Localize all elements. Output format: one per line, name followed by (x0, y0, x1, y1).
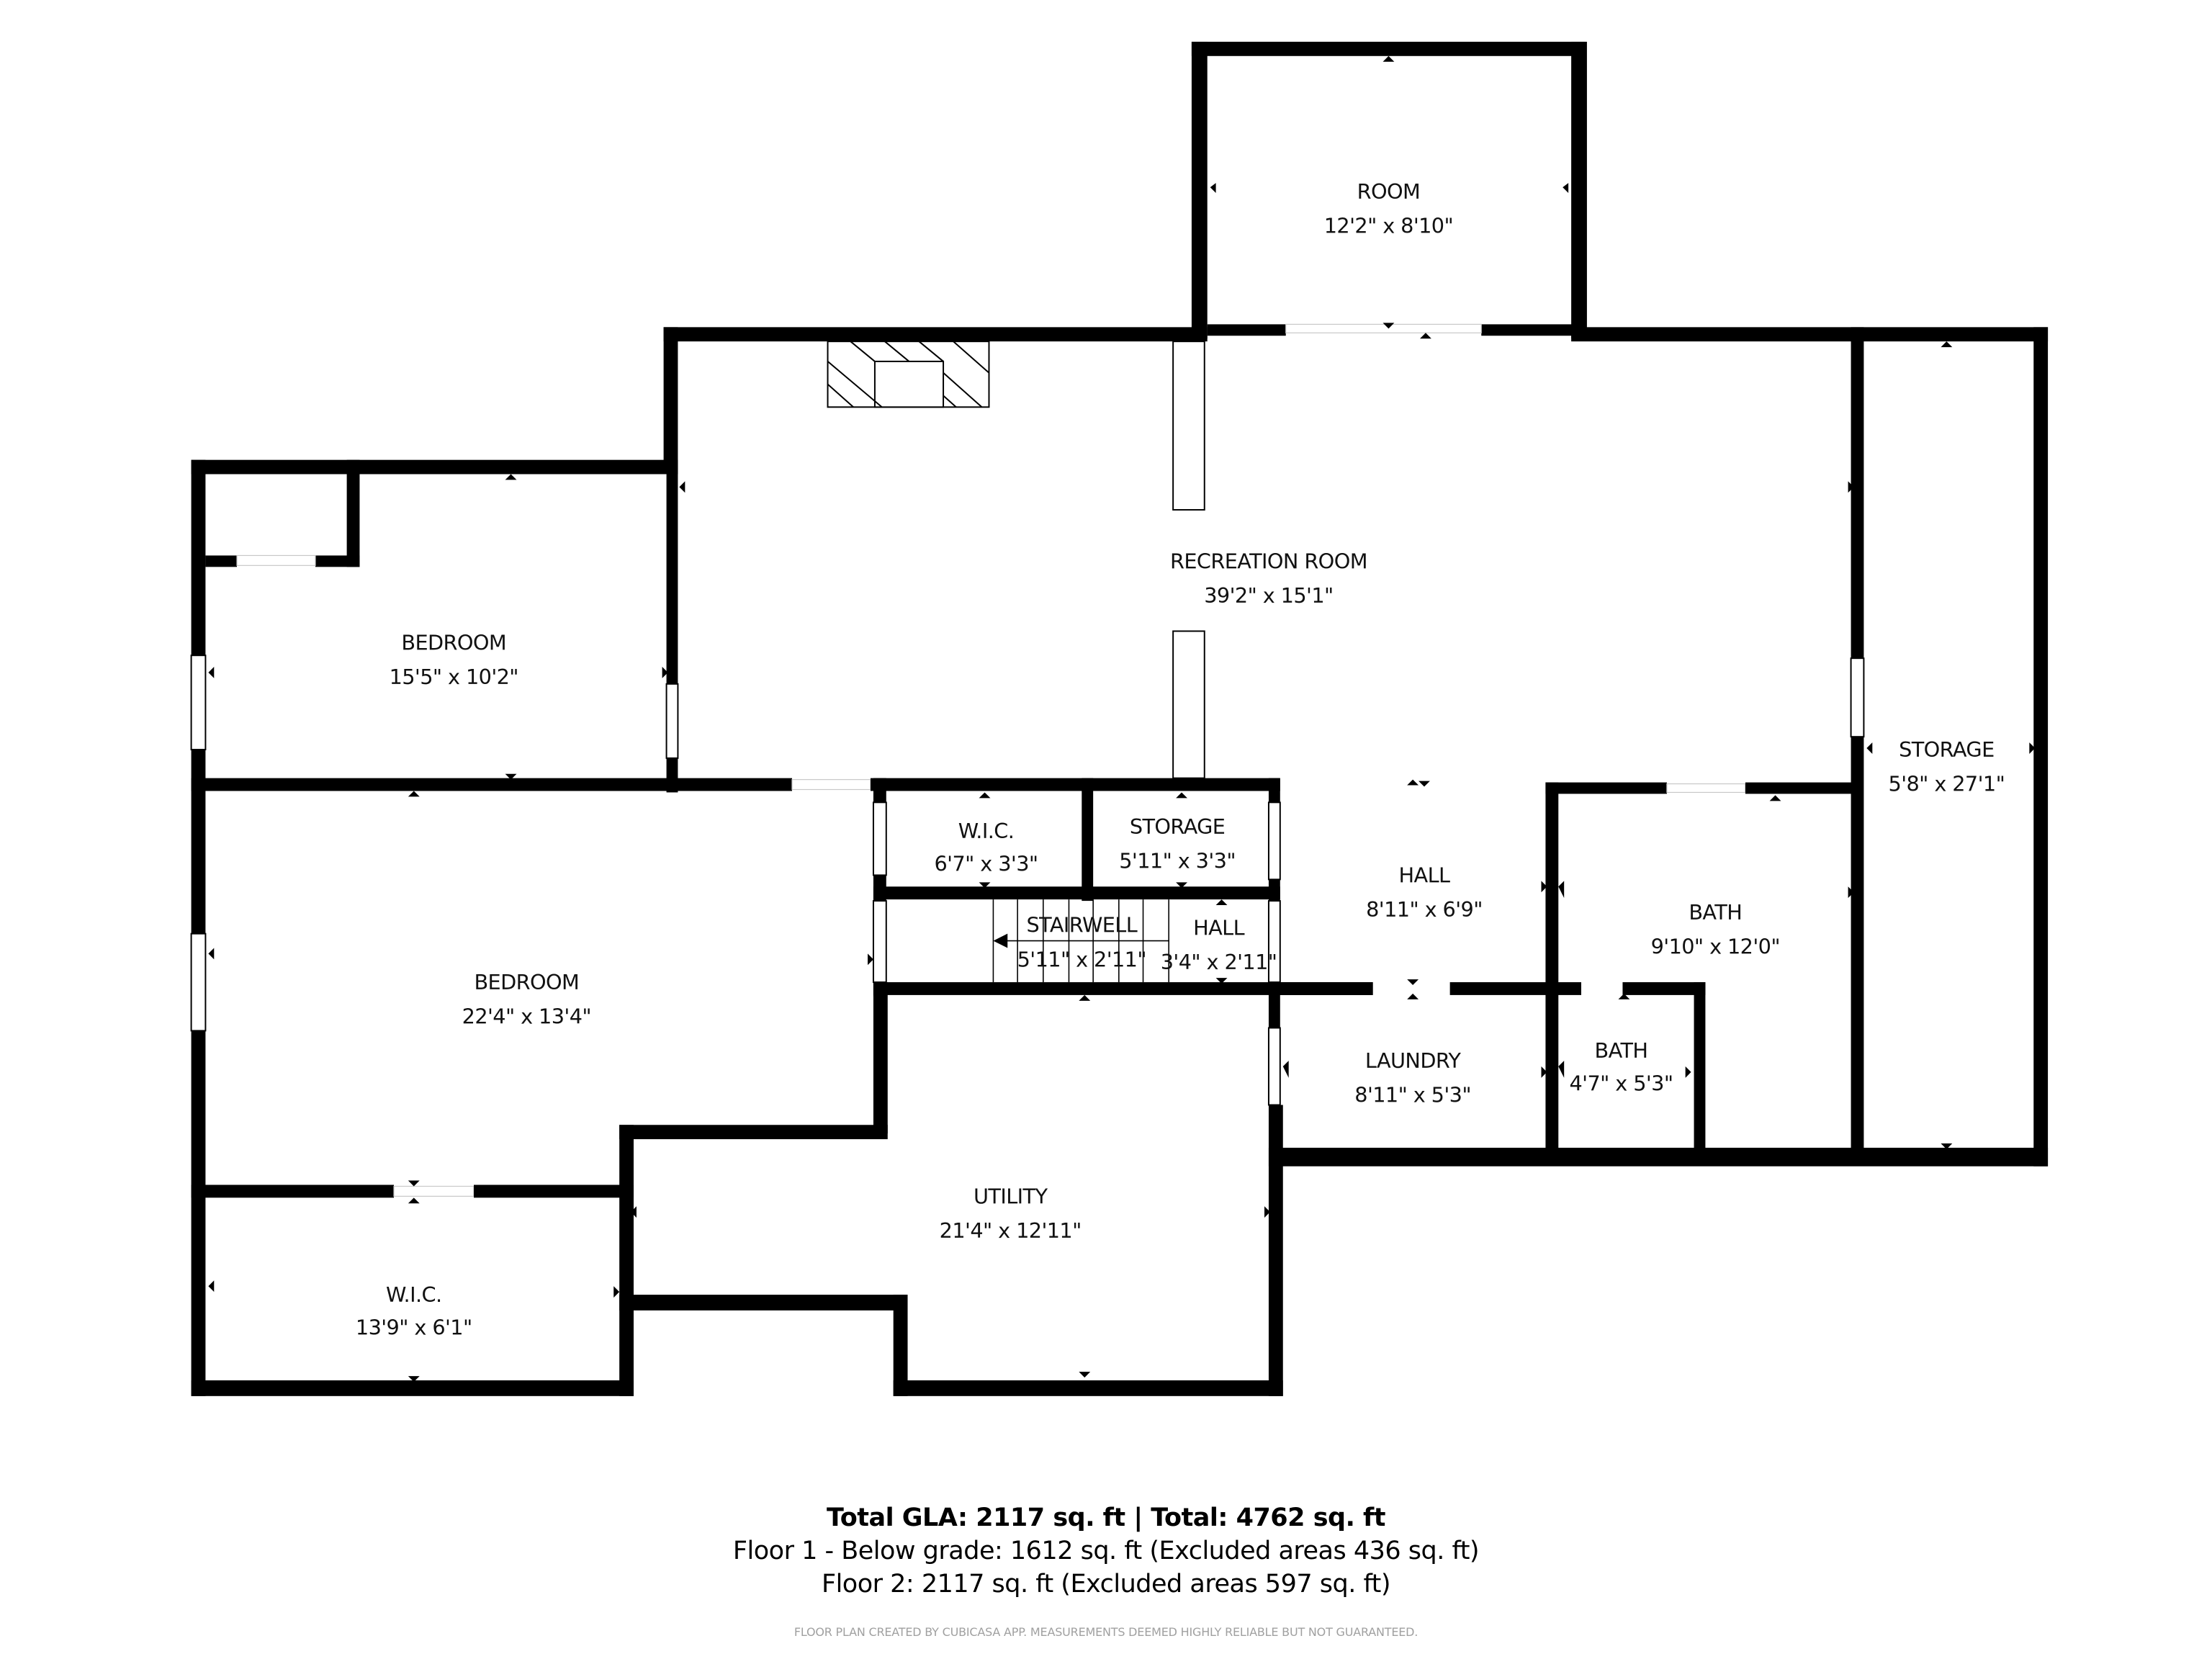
room-name: UTILITY (974, 1184, 1048, 1208)
room-dimensions: 21'4" x 12'11" (940, 1218, 1082, 1243)
wall (2033, 327, 2049, 1166)
room-name: BEDROOM (474, 970, 579, 994)
wall (1571, 327, 2049, 342)
room-name: RECREATION ROOM (1170, 549, 1367, 573)
window (1267, 801, 1281, 881)
wall (1191, 41, 1208, 339)
room-name: HALL (1193, 916, 1244, 940)
window (872, 801, 887, 876)
wall (666, 472, 678, 684)
window (190, 655, 207, 751)
wall (191, 1380, 634, 1396)
doorway (236, 554, 316, 566)
wall (191, 459, 678, 475)
wall (1268, 982, 1280, 1028)
room-dimensions: 12'2" x 8'10" (1324, 214, 1453, 238)
room-name: HALL (1399, 863, 1450, 887)
room-dimensions: 22'4" x 13'4" (462, 1004, 591, 1029)
wall (870, 778, 1280, 791)
disclaimer: FLOOR PLAN CREATED BY CUBICASA APP. MEAS… (793, 1625, 1419, 1639)
window (665, 683, 679, 759)
wall (1268, 1105, 1283, 1396)
window (872, 900, 887, 984)
wall (873, 982, 888, 1134)
half-walls (665, 341, 1865, 1106)
fireplace-icon (827, 341, 990, 408)
wall (893, 1295, 908, 1396)
room-name: STORAGE (1130, 814, 1226, 839)
doorway (1285, 323, 1482, 333)
room-dimensions: 5'11" x 3'3" (1119, 849, 1236, 873)
wall (1481, 324, 1573, 336)
wall (619, 1125, 888, 1140)
room-name: BEDROOM (401, 630, 506, 655)
wall (1191, 41, 1586, 56)
wall (191, 778, 792, 791)
wall (474, 1184, 634, 1198)
wall (1449, 982, 1581, 995)
wall (1571, 41, 1587, 339)
wall (873, 886, 1280, 900)
floor-1-area: Floor 1 - Below grade: 1612 sq. ft (Excl… (732, 1537, 1480, 1565)
room-name: BATH (1689, 900, 1742, 925)
room-name: ROOM (1357, 179, 1421, 204)
room-dimensions: 39'2" x 15'1" (1204, 583, 1333, 608)
room-labels: ROOM 12'2" x 8'10" RECREATION ROOM 39'2"… (356, 179, 2005, 1340)
dimension-ticks (208, 55, 2036, 1382)
wall (1545, 782, 1559, 1156)
doorway (791, 779, 871, 791)
walls (190, 41, 2049, 1396)
room-dimensions: 9'10" x 12'0" (1651, 934, 1780, 958)
doorway (1666, 783, 1746, 793)
stairs-icon (992, 899, 1169, 983)
wall (346, 459, 360, 567)
room-name: STAIRWELL (1026, 913, 1137, 938)
wall (873, 778, 886, 803)
wall (663, 327, 1208, 342)
wall (1268, 778, 1280, 803)
wall (1082, 778, 1094, 902)
window (1267, 1027, 1281, 1106)
room-name: LAUNDRY (1365, 1048, 1461, 1073)
room-dimensions: 6'7" x 3'3" (935, 851, 1038, 876)
wall (1745, 782, 1863, 794)
wall (315, 555, 360, 567)
room-dimensions: 5'11" x 2'11" (1017, 947, 1146, 971)
wall (1280, 982, 1373, 995)
wall (1545, 782, 1667, 794)
wall (1207, 324, 1286, 336)
wall (619, 1295, 908, 1310)
wall (1694, 982, 1706, 1156)
room-dimensions: 13'9" x 6'1" (356, 1316, 472, 1340)
room-dimensions: 15'5" x 10'2" (390, 665, 518, 689)
room-dimensions: 3'4" x 2'11" (1161, 950, 1277, 974)
wall (205, 555, 238, 567)
room-name: STORAGE (1899, 737, 1995, 762)
total-area-summary: Total GLA: 2117 sq. ft | Total: 4762 sq.… (826, 1503, 1386, 1532)
window (190, 932, 207, 1032)
room-name: W.I.C. (958, 819, 1014, 843)
wall (619, 1125, 634, 1396)
half-wall (1172, 630, 1205, 779)
half-wall (1172, 341, 1205, 511)
wall (1268, 1147, 2049, 1166)
room-dimensions: 5'8" x 27'1" (1889, 771, 2005, 796)
window (1850, 657, 1865, 738)
room-dimensions: 8'11" x 5'3" (1354, 1083, 1471, 1107)
floor-2-area: Floor 2: 2117 sq. ft (Excluded areas 597… (821, 1570, 1391, 1599)
wall (1851, 737, 1864, 1156)
wall (893, 1380, 1283, 1396)
wall (191, 1184, 395, 1198)
wall (1851, 327, 1864, 659)
window (1267, 900, 1281, 984)
room-name: W.I.C. (386, 1282, 441, 1307)
room-dimensions: 4'7" x 5'3" (1569, 1071, 1673, 1096)
doorway (393, 1185, 475, 1197)
room-name: BATH (1595, 1038, 1648, 1063)
room-dimensions: 8'11" x 6'9" (1366, 897, 1483, 922)
wall (191, 459, 206, 1396)
wall (663, 327, 678, 473)
wall (873, 982, 1373, 995)
wall (1622, 982, 1706, 995)
